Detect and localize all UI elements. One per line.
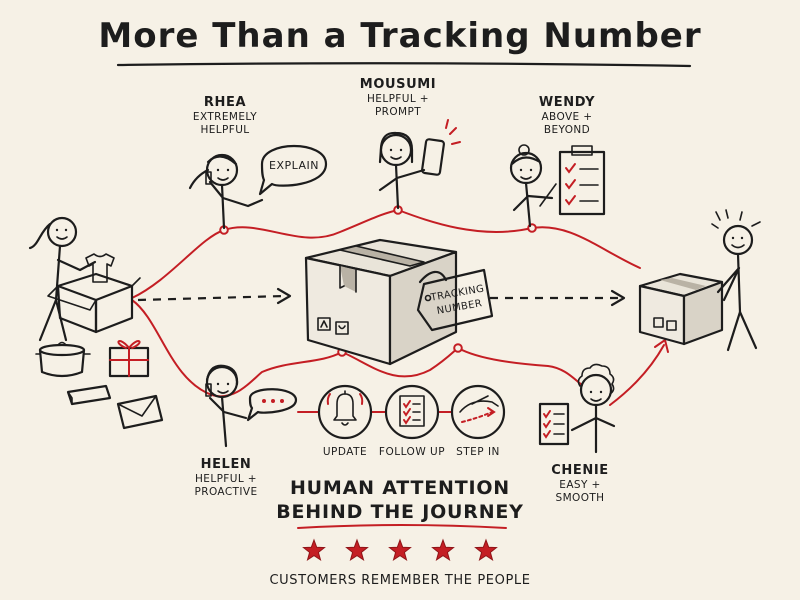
- step-update-label: UPDATE: [323, 446, 367, 458]
- envelope-icon: [116, 394, 164, 430]
- book-icon: [66, 384, 112, 406]
- star-icon: [474, 538, 498, 562]
- mousumi-name: MOUSUMI: [360, 77, 436, 92]
- rhea-figure: [188, 153, 264, 230]
- gift-box-icon: [108, 340, 150, 378]
- star-icon: [302, 538, 326, 562]
- footer-tagline: CUSTOMERS REMEMBER THE PEOPLE: [269, 573, 530, 588]
- step-follow-up-label: FOLLOW UP: [379, 446, 445, 458]
- star-icon: [388, 538, 412, 562]
- rhea-name: RHEA: [204, 95, 246, 110]
- delivered-package: [638, 272, 724, 346]
- wendy-name: WENDY: [539, 95, 595, 110]
- chenie-trait-2: SMOOTH: [556, 492, 605, 504]
- chenie-figure: [570, 363, 616, 454]
- shipping-box-open: [47, 272, 141, 334]
- hand-icon: [459, 395, 499, 423]
- headline-underline: [297, 524, 507, 529]
- title-underline: [116, 62, 692, 68]
- recipient-figure: [711, 209, 761, 352]
- cooking-pot-icon: [35, 341, 91, 378]
- flow-arrow-to-delivery: [490, 289, 626, 307]
- mousumi-figure: [378, 131, 426, 210]
- step-update: UPDATE: [317, 384, 373, 458]
- explain-speech-bubble: EXPLAIN: [258, 145, 328, 196]
- mousumi-trait-1: HELPFUL +: [367, 93, 429, 105]
- chat-bubble-icon: [246, 388, 298, 422]
- step-step-in: STEP IN: [450, 384, 506, 458]
- helen-figure: [205, 364, 248, 448]
- chenie-checklist-icon: [538, 402, 570, 446]
- tshirt-icon: [85, 253, 115, 283]
- chenie-name: CHENIE: [551, 463, 609, 478]
- clipboard-checklist-icon: [558, 145, 606, 216]
- bubble-text: EXPLAIN: [269, 159, 319, 172]
- headline-line-1: HUMAN ATTENTION: [290, 477, 510, 499]
- rhea-trait-1: EXTREMELY: [193, 111, 257, 123]
- chenie-trait-1: EASY +: [559, 479, 600, 491]
- step-follow-up: FOLLOW UP: [379, 384, 445, 458]
- page-title: More Than a Tracking Number: [98, 16, 701, 56]
- helen-trait-1: HELPFUL +: [195, 473, 257, 485]
- sender-figure: [28, 216, 97, 342]
- wendy-trait-2: BEYOND: [544, 124, 590, 136]
- helen-name: HELEN: [201, 457, 252, 472]
- smartphone-icon: [421, 119, 461, 176]
- rating-stars: [302, 538, 498, 562]
- wendy-figure: [509, 144, 557, 228]
- flow-arrow-to-box: [137, 287, 292, 305]
- step-step-in-label: STEP IN: [456, 446, 500, 458]
- bell-icon: [326, 390, 364, 426]
- star-icon: [345, 538, 369, 562]
- checklist-icon: [399, 395, 425, 427]
- wendy-trait-1: ABOVE +: [541, 111, 592, 123]
- mousumi-trait-2: PROMPT: [375, 106, 421, 118]
- star-icon: [431, 538, 455, 562]
- headline-line-2: BEHIND THE JOURNEY: [276, 501, 524, 523]
- rhea-trait-2: HELPFUL: [200, 124, 249, 136]
- helen-trait-2: PROACTIVE: [195, 486, 258, 498]
